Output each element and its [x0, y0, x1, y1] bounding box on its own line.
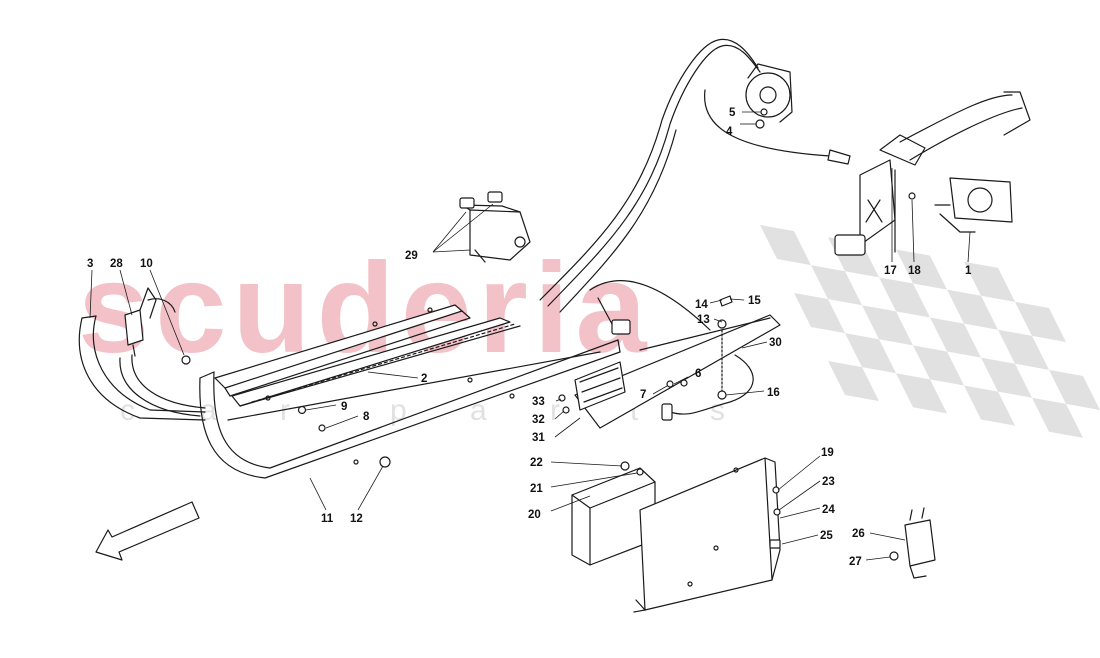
- callout-2: 2: [421, 373, 427, 385]
- callout-7: 7: [640, 389, 646, 401]
- checker-square: [845, 333, 896, 374]
- checker-square: [998, 329, 1049, 370]
- parts-drawing: [78, 38, 1031, 613]
- watermark-sub-2: r: [280, 394, 290, 427]
- checker-square: [828, 361, 879, 402]
- callout-20: 20: [528, 509, 541, 521]
- callout-21: 21: [530, 483, 543, 495]
- checker-square: [811, 265, 862, 306]
- upper-retractor: [704, 63, 851, 165]
- relay: [889, 507, 936, 579]
- watermark-sub-1: a: [200, 394, 217, 427]
- side-rail: [214, 304, 521, 407]
- checker-square: [879, 277, 930, 318]
- checker-square: [964, 385, 1015, 426]
- callout-14: 14: [695, 299, 708, 311]
- harness-connector: [124, 287, 176, 357]
- belt-cable: [539, 38, 761, 335]
- callout-4: 4: [726, 126, 733, 138]
- callout-26: 26: [852, 528, 865, 540]
- callout-22: 22: [530, 457, 543, 469]
- watermark-brand: scuderia: [78, 237, 653, 380]
- watermark-sub-4: a: [470, 394, 487, 427]
- callout-12: 12: [350, 513, 363, 525]
- callout-9: 9: [341, 401, 347, 413]
- callout-24: 24: [822, 504, 835, 516]
- watermark-sub-0: c: [120, 394, 135, 427]
- checker-square: [1049, 369, 1100, 410]
- callout-29: 29: [405, 250, 418, 262]
- seat-belt-assembly: [834, 91, 1031, 256]
- callout-19: 19: [821, 447, 834, 459]
- callout-18: 18: [908, 265, 921, 277]
- checker-square: [896, 249, 947, 290]
- checker-square: [862, 305, 913, 346]
- checker-square: [1015, 301, 1066, 342]
- callout-3: 3: [87, 258, 93, 270]
- callout-10: 10: [140, 258, 153, 270]
- callout-32: 32: [532, 414, 545, 426]
- checker-square: [794, 293, 845, 334]
- callout-30: 30: [769, 337, 782, 349]
- side-cover: [78, 315, 206, 421]
- callout-16: 16: [767, 387, 780, 399]
- bracket-assembly: [459, 191, 531, 263]
- callout-15: 15: [748, 295, 761, 307]
- callout-31: 31: [532, 432, 545, 444]
- callout-13: 13: [697, 314, 710, 326]
- leader-lines: [89, 111, 971, 561]
- callout-28: 28: [110, 258, 123, 270]
- watermark-sub-7: s: [710, 394, 725, 427]
- callout-8: 8: [363, 411, 370, 423]
- watermark-sub-3: p: [390, 394, 407, 427]
- watermark: scuderia c a r p a r t s: [78, 237, 725, 427]
- fasteners: [297, 295, 733, 468]
- callout-25: 25: [820, 530, 833, 542]
- callout-27: 27: [849, 556, 862, 568]
- checker-square: [896, 373, 947, 414]
- checker-square: [947, 289, 998, 330]
- checker-square: [1032, 397, 1083, 438]
- control-cover: [574, 314, 781, 429]
- watermark-sub-5: r: [550, 394, 560, 427]
- callout-6: 6: [695, 368, 701, 380]
- mounting-bracket: [633, 457, 781, 613]
- screw-10: [181, 355, 191, 365]
- sill-trim: [199, 339, 621, 479]
- watermark-sub-6: t: [630, 394, 639, 427]
- callout-1: 1: [965, 265, 972, 277]
- front-direction-arrow-icon: [95, 501, 200, 561]
- checkered-flag-watermark: [760, 225, 1100, 438]
- callout-5: 5: [729, 107, 736, 119]
- checker-square: [981, 357, 1032, 398]
- callout-23: 23: [822, 476, 835, 488]
- callout-33: 33: [532, 396, 545, 408]
- checker-square: [964, 261, 1015, 302]
- electronic-module: [558, 361, 688, 414]
- callout-17: 17: [884, 265, 897, 277]
- checker-square: [760, 225, 811, 266]
- callout-11: 11: [321, 513, 334, 525]
- callout-labels: 1 2 3 4 5 6 7 8 9 10 11 12 13 14 15 16 1…: [87, 107, 972, 568]
- checker-square: [913, 345, 964, 386]
- checker-square: [930, 317, 981, 358]
